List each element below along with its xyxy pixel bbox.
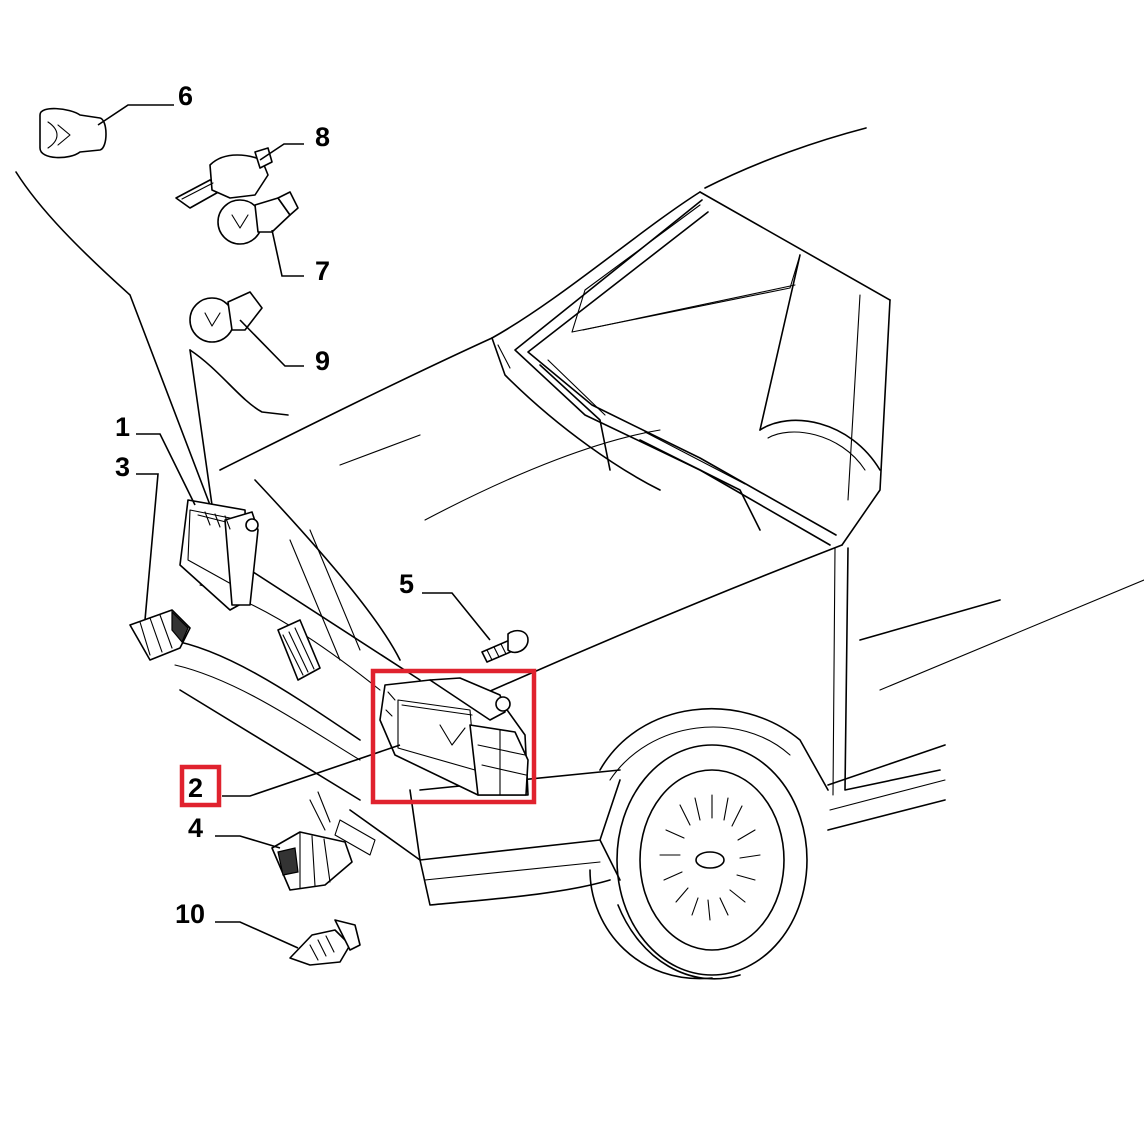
highlight-box-part <box>370 668 537 805</box>
callout-9: 9 <box>315 346 330 376</box>
callout-4: 4 <box>188 813 203 843</box>
wiring-harness <box>15 171 289 506</box>
bulb-10 <box>289 919 361 966</box>
side-indicator-4 <box>271 831 353 891</box>
leader-lines <box>97 104 491 949</box>
side-indicator-3 <box>129 609 191 661</box>
screw-5 <box>481 629 529 663</box>
callout-5: 5 <box>399 569 414 599</box>
callout-2: 2 <box>188 773 203 803</box>
callout-1: 1 <box>115 412 130 442</box>
highlight-box-callout <box>179 764 222 808</box>
callout-6: 6 <box>178 81 193 111</box>
bulb-8 <box>175 147 273 209</box>
headlight-assembly-right <box>379 677 529 796</box>
callout-7: 7 <box>315 256 330 286</box>
headlight-assembly-left <box>179 499 259 611</box>
bulb-6 <box>39 107 107 159</box>
callout-labels: 6 8 7 9 1 3 5 2 4 10 <box>115 81 414 929</box>
callout-8: 8 <box>315 122 330 152</box>
bulb-9 <box>189 291 263 343</box>
callout-3: 3 <box>115 452 130 482</box>
car-body <box>169 127 1144 980</box>
bulb-7 <box>217 191 299 245</box>
callout-10: 10 <box>175 899 205 929</box>
